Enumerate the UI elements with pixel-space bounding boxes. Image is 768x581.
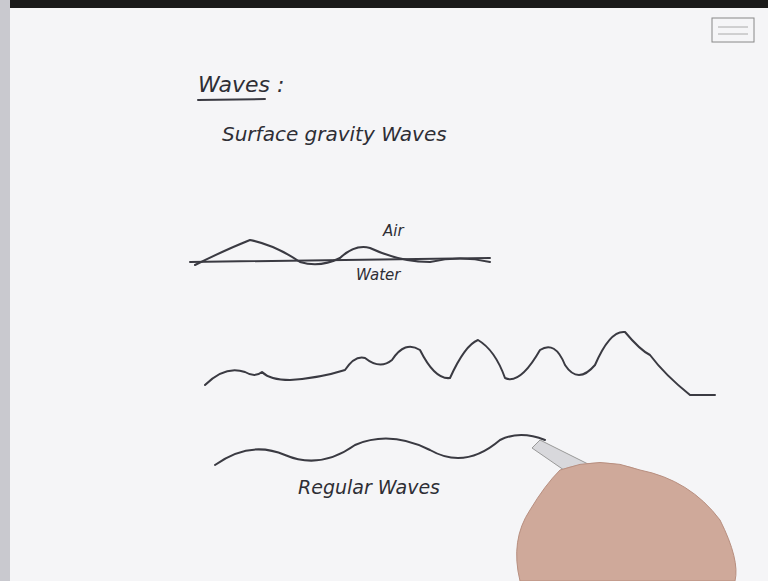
stamp-box <box>712 18 754 42</box>
title-underline <box>198 99 265 100</box>
surface-wave <box>195 240 490 265</box>
heading: Waves : <box>198 72 284 98</box>
wave-label: Regular Waves <box>298 476 440 499</box>
stamp-mark <box>718 34 748 35</box>
left-edge <box>0 0 10 581</box>
hand <box>517 463 736 581</box>
stamp-mark <box>718 27 748 28</box>
medium-label: Water <box>356 266 400 284</box>
irregular-wave <box>205 332 715 395</box>
subtitle: Surface gravity Waves <box>222 122 447 146</box>
medium-label: Air <box>383 222 404 240</box>
regular-wave <box>215 435 545 465</box>
top-edge <box>0 0 768 8</box>
